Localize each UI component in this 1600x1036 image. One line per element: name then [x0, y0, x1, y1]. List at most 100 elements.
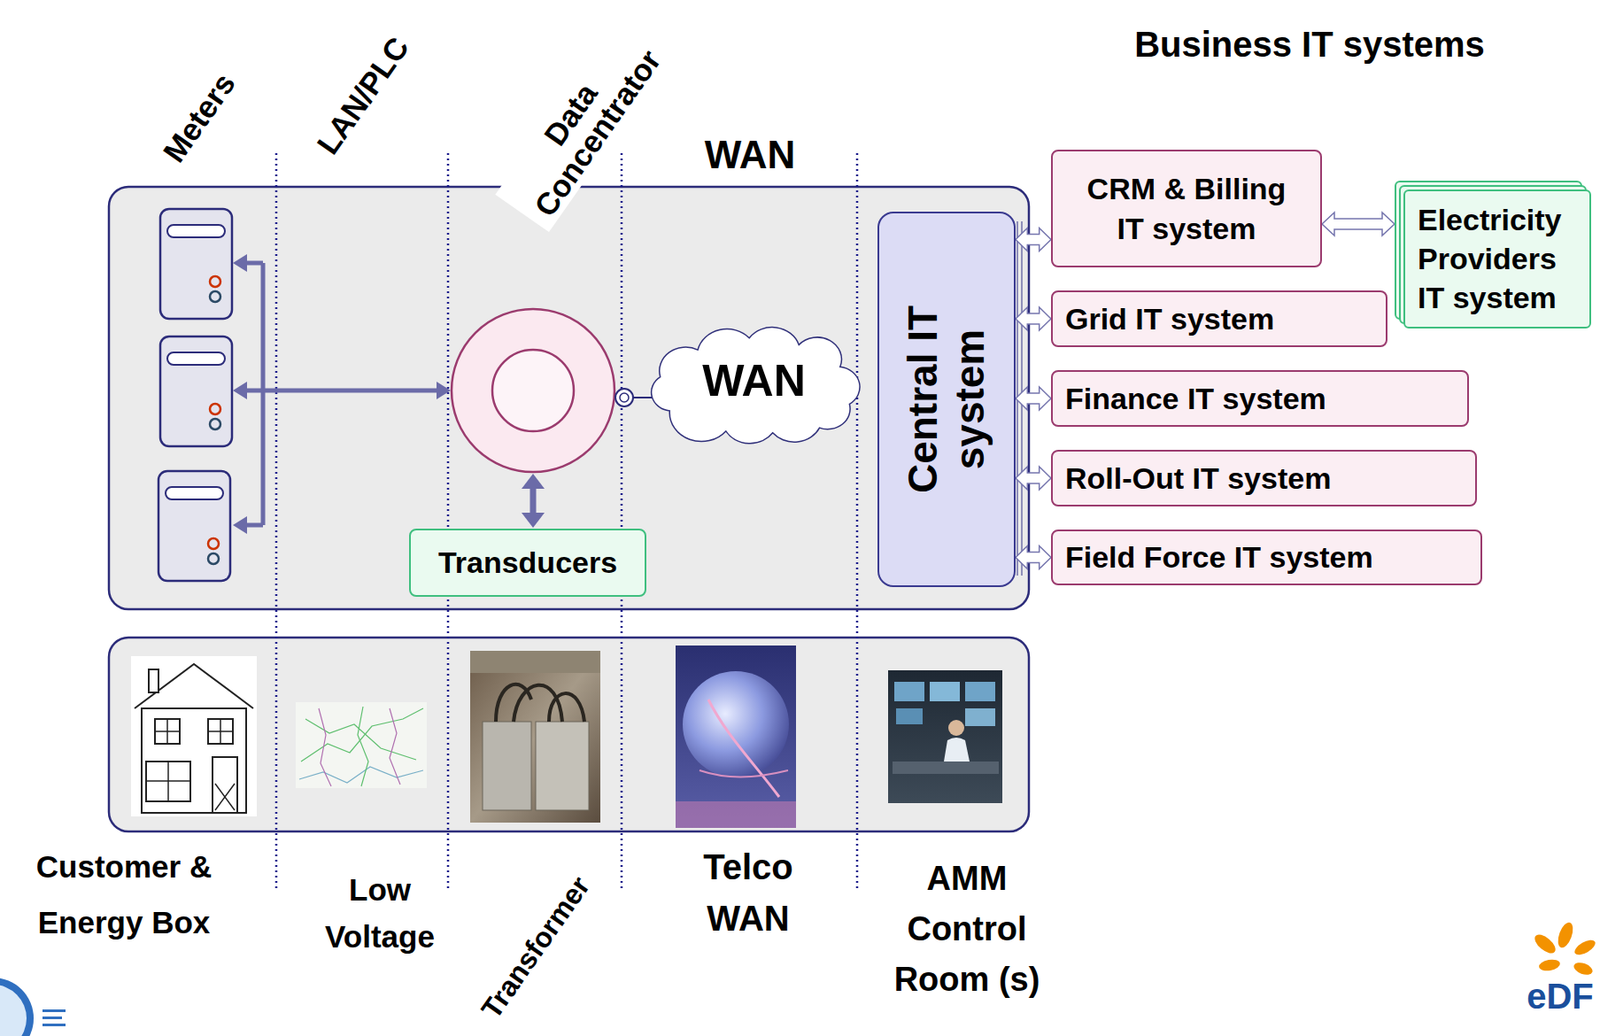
system-box: Field Force IT system [1051, 529, 1483, 586]
plc-bus-part [261, 262, 266, 526]
network-map-picture [295, 702, 427, 789]
system-box: CRM & Billing IT system [1051, 149, 1322, 268]
edf-logo-part [1531, 931, 1559, 958]
node-text: WAN [702, 352, 806, 410]
globe-picture-part [675, 801, 797, 828]
transducer-box: Transducers [409, 528, 647, 597]
conference-logo-part [0, 984, 27, 1036]
node-text: CRM & Billing IT system [1075, 169, 1298, 248]
plc-bus-part [232, 516, 248, 534]
house-picture-part [148, 669, 159, 693]
plc-bus-part [232, 254, 248, 272]
transducer-link [521, 473, 545, 528]
cloud-shape [651, 327, 860, 444]
zone-label: Customer & Energy Box [20, 838, 229, 951]
meter-symbol [160, 336, 232, 447]
node-text: Central IT system [899, 270, 994, 528]
meter-symbol-part [209, 276, 221, 287]
house-picture-part [208, 718, 233, 744]
edf-logo-part [1538, 958, 1562, 973]
group-heading: Business IT systems [1134, 23, 1485, 66]
globe-picture [675, 645, 797, 828]
meter-symbol-part [209, 418, 221, 430]
meter-symbol-part [209, 403, 221, 415]
network-map-picture-part [318, 708, 332, 787]
conference-logo [0, 977, 66, 1036]
double-arrow-connector [1015, 228, 1052, 252]
house-picture-part [215, 783, 235, 811]
plc-bus [232, 254, 451, 534]
node-text: Grid IT system [1065, 299, 1275, 339]
zone-label: Telco WAN [672, 841, 824, 944]
transducer-link-part [530, 485, 537, 517]
node-text: Finance IT system [1065, 378, 1327, 418]
provider-box-stack: Electricity Providers IT system [1394, 180, 1592, 329]
control-room-picture-part [888, 670, 1003, 804]
central-system-box: Central IT system [877, 211, 1016, 588]
zone-divider-part [856, 153, 859, 889]
conference-logo-part [42, 1016, 62, 1020]
globe-picture-part [708, 699, 780, 797]
plc-bus-part [244, 388, 438, 394]
double-arrow-connector [1015, 546, 1052, 570]
top-panel [108, 186, 1029, 610]
transducer-link-part [521, 473, 545, 489]
edf-logo-part [1554, 920, 1576, 951]
zone-divider-part [275, 153, 279, 889]
network-map-picture-part [299, 766, 424, 783]
plc-bus-part [244, 523, 263, 528]
wan-port-part [615, 388, 634, 407]
column-heading: LAN/PLC [309, 30, 417, 162]
meter-symbol-part [160, 208, 232, 319]
conference-logo-part [42, 1009, 66, 1013]
zone-divider-part [447, 153, 450, 889]
wan-port-part [619, 393, 629, 402]
globe-picture-part [682, 671, 789, 778]
control-room-picture-part [896, 708, 923, 725]
meter-symbol-part [160, 336, 232, 447]
system-box: Grid IT system [1051, 290, 1388, 348]
wan-cloud: WAN [632, 313, 876, 449]
transformer-picture-part [470, 650, 601, 673]
globe-picture-part [699, 770, 789, 778]
transformer-picture-part [535, 721, 589, 811]
node-text: Electricity Providers IT system [1417, 200, 1577, 318]
column-heading: Data Concentrator [494, 15, 673, 232]
zone-label: AMM Control Room (s) [876, 853, 1059, 1005]
house-picture-part [212, 757, 238, 813]
house-picture-part [215, 783, 235, 811]
network-map-picture-part [295, 702, 427, 789]
house-picture-part [154, 718, 180, 744]
transformer-picture-part [482, 721, 532, 811]
house-picture-part [208, 730, 233, 733]
control-room-picture-part [948, 719, 965, 736]
control-room-picture-part [929, 681, 960, 702]
zone-divider-part [620, 153, 624, 889]
plc-bus-part [436, 381, 451, 400]
conference-logo-part [42, 1023, 66, 1027]
house-picture-part [131, 656, 257, 817]
meter-symbol-part [165, 486, 224, 500]
bottom-panel-part [108, 637, 1029, 832]
control-room-picture-part [943, 737, 970, 762]
column-heading: Meters [154, 66, 243, 171]
meter-symbol [160, 208, 232, 319]
meter-symbol-part [158, 471, 231, 581]
transformer-picture-part [495, 684, 585, 722]
control-room-picture-part [892, 761, 999, 774]
data-concentrator-symbol [451, 309, 615, 472]
zone-label: Transformer [474, 870, 598, 1026]
data-concentrator-symbol-part [451, 309, 615, 472]
control-room-picture-part [965, 681, 996, 702]
logo-text: eDF [1526, 974, 1594, 1018]
network-map-picture-part [357, 706, 369, 787]
meter-symbol [158, 471, 231, 581]
node-text: Transducers [438, 542, 618, 582]
double-arrow-connector [1015, 386, 1052, 410]
top-panel-part [108, 186, 1029, 610]
edf-logo [1531, 920, 1598, 978]
control-room-picture [888, 670, 1003, 804]
double-arrow-connector [1015, 466, 1052, 490]
